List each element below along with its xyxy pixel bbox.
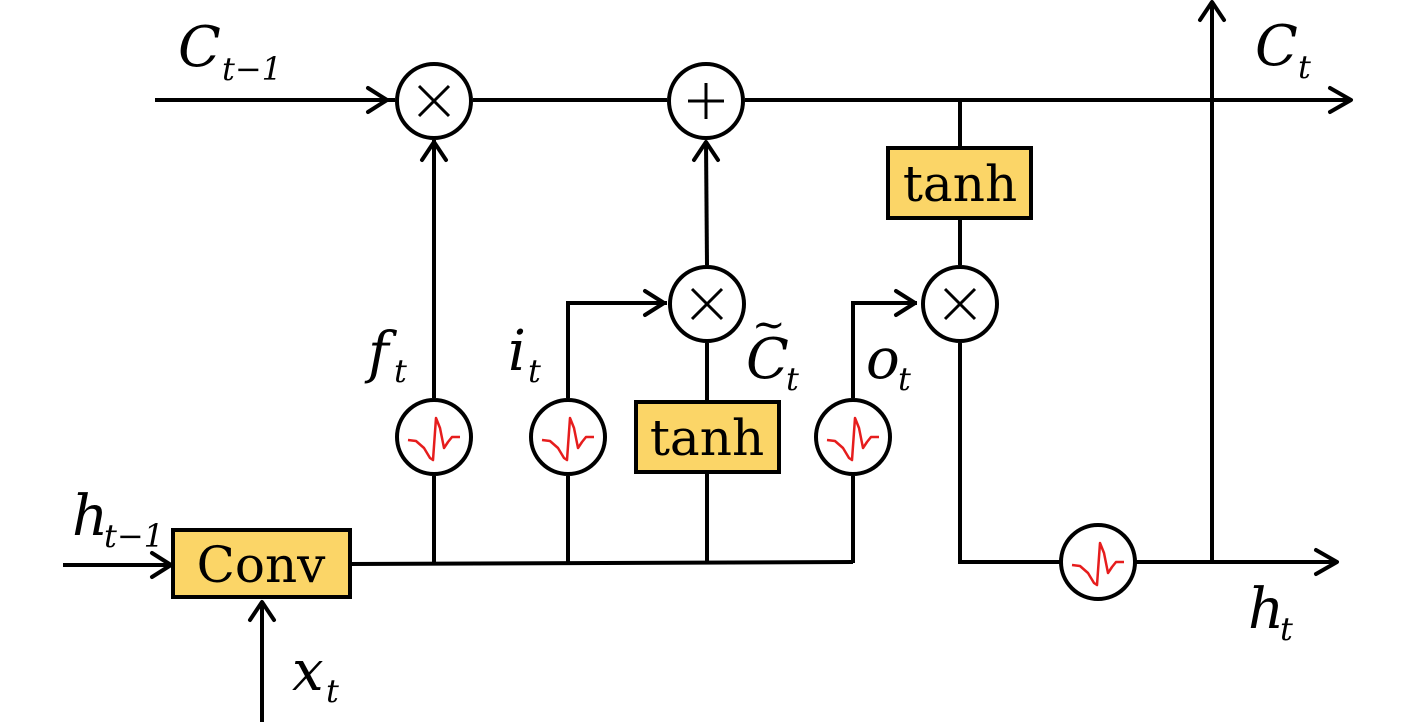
label-main: x [292, 639, 324, 704]
forget-gate-sigmoid-node [395, 398, 473, 476]
arrowhead [692, 140, 720, 162]
label-sub: t [528, 352, 541, 390]
label-main: i [508, 319, 526, 384]
arrowhead [1314, 548, 1339, 576]
label-main: h [72, 484, 108, 549]
label-sub: t [898, 360, 911, 398]
label-main: o [866, 327, 900, 392]
label-x-t: x t [292, 639, 339, 710]
label-c-prev: C t−1 [178, 15, 282, 88]
label-sub: t [1298, 48, 1311, 86]
arrowhead [366, 86, 389, 114]
sigmoid-wave-icon [1071, 541, 1124, 587]
label-sub: t [326, 672, 339, 710]
conv-output-bus [349, 560, 854, 566]
label-f-t: f t [364, 321, 407, 390]
output-tanh-box: tanh [886, 146, 1033, 220]
label-h-next: h t [1248, 577, 1293, 648]
conv-label: Conv [197, 536, 327, 594]
label-o-t: o t [866, 327, 911, 398]
label-c-tilde: ~ C t [746, 302, 799, 398]
arrowhead [643, 289, 666, 317]
label-main: C [746, 327, 789, 392]
label-c-next: C t [1255, 14, 1311, 86]
hidden-output-sigmoid-node [1059, 523, 1137, 601]
cell-add-node [667, 62, 745, 140]
label-sub: t−1 [104, 517, 164, 555]
arrowhead [420, 140, 448, 162]
label-sub: t [786, 360, 799, 398]
label-sub: t−1 [222, 50, 282, 88]
conv-box: Conv [171, 528, 352, 599]
label-main: C [178, 15, 221, 80]
label-sub: t [1280, 610, 1293, 648]
output-tanh-label: tanh [903, 155, 1017, 213]
input-to-cell-wire [704, 141, 709, 266]
input-gate-sigmoid-node [529, 398, 607, 476]
sigmoid-wave-icon [541, 416, 594, 462]
label-sub: t [394, 352, 407, 390]
label-main: h [1248, 577, 1284, 642]
candidate-tanh-box: tanh [634, 400, 781, 474]
sigmoid-wave-icon [826, 416, 879, 462]
arrowhead [894, 289, 917, 317]
label-accent: ~ [752, 302, 786, 348]
input-multiply-node [668, 265, 746, 343]
input-gate-wire [566, 301, 667, 398]
output-mult-down-wire [958, 343, 1060, 564]
output-gate-wire [851, 301, 917, 398]
label-h-prev: h t−1 [72, 484, 164, 555]
candidate-tanh-label: tanh [650, 409, 764, 467]
arrowhead [1328, 86, 1353, 114]
output-multiply-node [921, 265, 999, 343]
output-gate-sigmoid-node [814, 398, 892, 476]
arrowhead [1198, 0, 1226, 22]
label-i-t: i t [508, 319, 541, 390]
label-main: f [364, 321, 398, 386]
sigmoid-wave-icon [407, 416, 460, 462]
forget-multiply-node [395, 62, 473, 140]
arrowhead [248, 600, 276, 622]
label-main: C [1255, 14, 1298, 79]
